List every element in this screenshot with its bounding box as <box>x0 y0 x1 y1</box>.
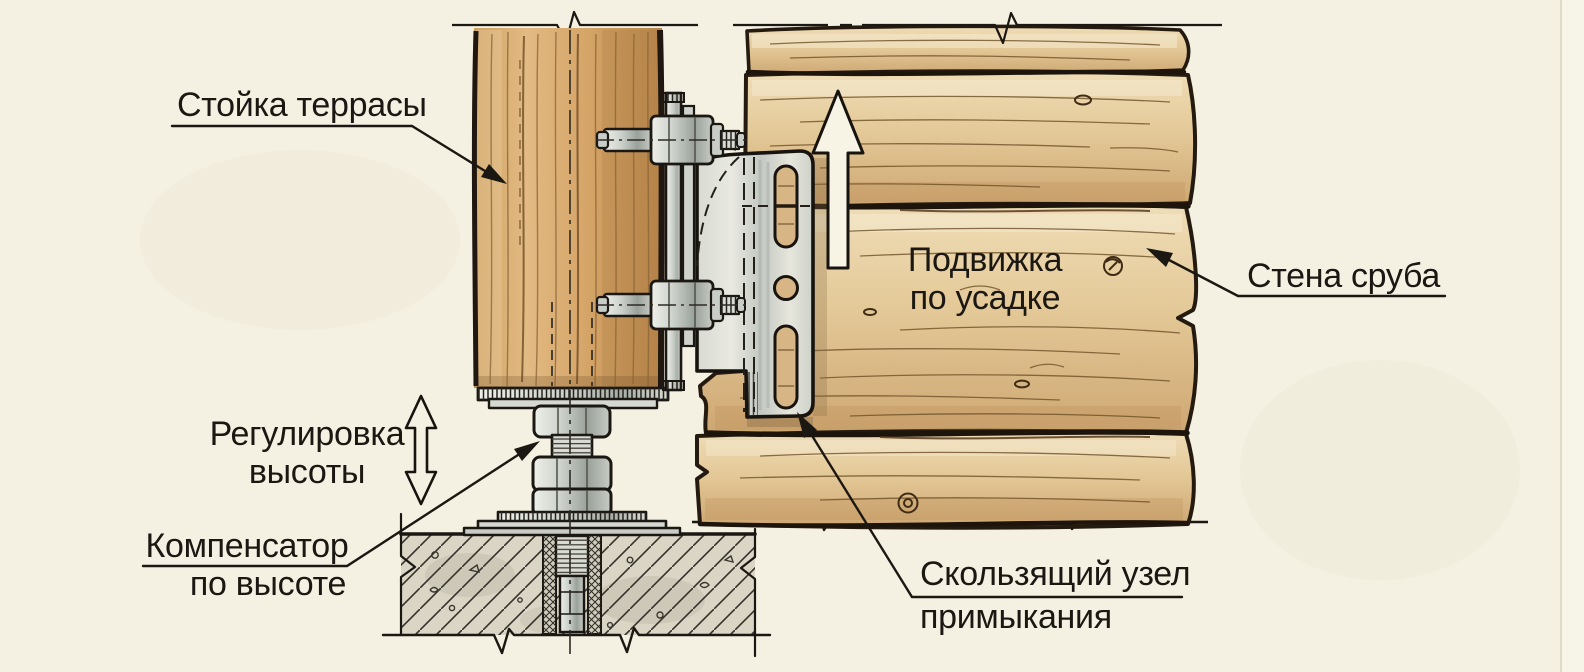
arrow-up-down-icon <box>404 394 438 506</box>
arrow-up-icon <box>811 89 865 270</box>
sliding-line1: Скользящий узел <box>920 555 1190 593</box>
paper-crease <box>1562 0 1584 672</box>
break-mark-bottom <box>381 626 772 655</box>
compensator-line1: Компенсатор <box>145 527 348 565</box>
movement-label-line1: Подвижка <box>908 241 1063 279</box>
terrace-post <box>471 28 665 388</box>
hidden-rod-lines <box>551 302 593 386</box>
anchor-bolt <box>542 533 602 635</box>
log-wall <box>695 24 1199 530</box>
compensator-arrowhead <box>514 441 540 461</box>
concrete-foundation <box>381 512 772 658</box>
sliding-line2: примыкания <box>920 598 1112 636</box>
sliding-label: Скользящий узел примыкания <box>797 412 1191 636</box>
compensator-label: Компенсатор по высоте <box>141 441 540 603</box>
bracket-screw-hole <box>773 275 799 301</box>
log-1 <box>745 24 1191 78</box>
concrete-pebbles <box>429 551 735 629</box>
bracket-openings <box>773 164 799 410</box>
bracket-shadow <box>813 158 827 416</box>
bracket-slot-bottom <box>773 324 799 410</box>
compensator-line2: по высоте <box>190 565 346 603</box>
top-break-lines <box>452 10 1222 45</box>
jack-top-nut <box>532 404 612 439</box>
log-shading <box>705 34 1185 520</box>
labels-layer: Стойка террасы Подвижка по усадке Стена … <box>141 86 1447 636</box>
wall-label: Стена сруба <box>1146 248 1447 298</box>
post-break-line <box>452 10 698 44</box>
log-grain-dark <box>879 209 1151 440</box>
height-adjust-line1: Регулировка <box>210 415 405 453</box>
post-label-leader <box>170 124 487 173</box>
height-adjust-line2: высоты <box>249 453 365 491</box>
sliding-bracket <box>695 140 815 419</box>
jack-lock-nut-1 <box>531 455 613 493</box>
jack-base-plate <box>462 526 682 537</box>
center-lines <box>569 30 748 658</box>
log-knots <box>863 94 1123 514</box>
wall-label-arrowhead <box>1146 248 1173 267</box>
height-adjust-label: Регулировка высоты <box>210 394 438 506</box>
break-mark-left <box>399 512 417 637</box>
movement-label: Подвижка по усадке <box>908 241 1063 317</box>
break-mark-right <box>739 527 757 658</box>
sliding-arrowhead <box>797 412 817 438</box>
movement-label-line2: по усадке <box>910 279 1061 317</box>
post-label-arrowhead <box>481 164 507 184</box>
sliding-leader <box>809 432 1184 599</box>
post-grain <box>489 31 650 387</box>
wall-break-line <box>733 11 1222 45</box>
post-label-text: Стойка террасы <box>177 86 427 124</box>
height-compensator <box>462 386 682 537</box>
post-label: Стойка террасы <box>170 86 507 184</box>
bracket-shadow-bottom <box>747 417 813 427</box>
wall-label-text: Стена сруба <box>1247 257 1440 295</box>
wall-label-leader <box>1167 258 1447 298</box>
post-grain-dark <box>521 33 580 385</box>
compensator-leader <box>141 453 520 568</box>
